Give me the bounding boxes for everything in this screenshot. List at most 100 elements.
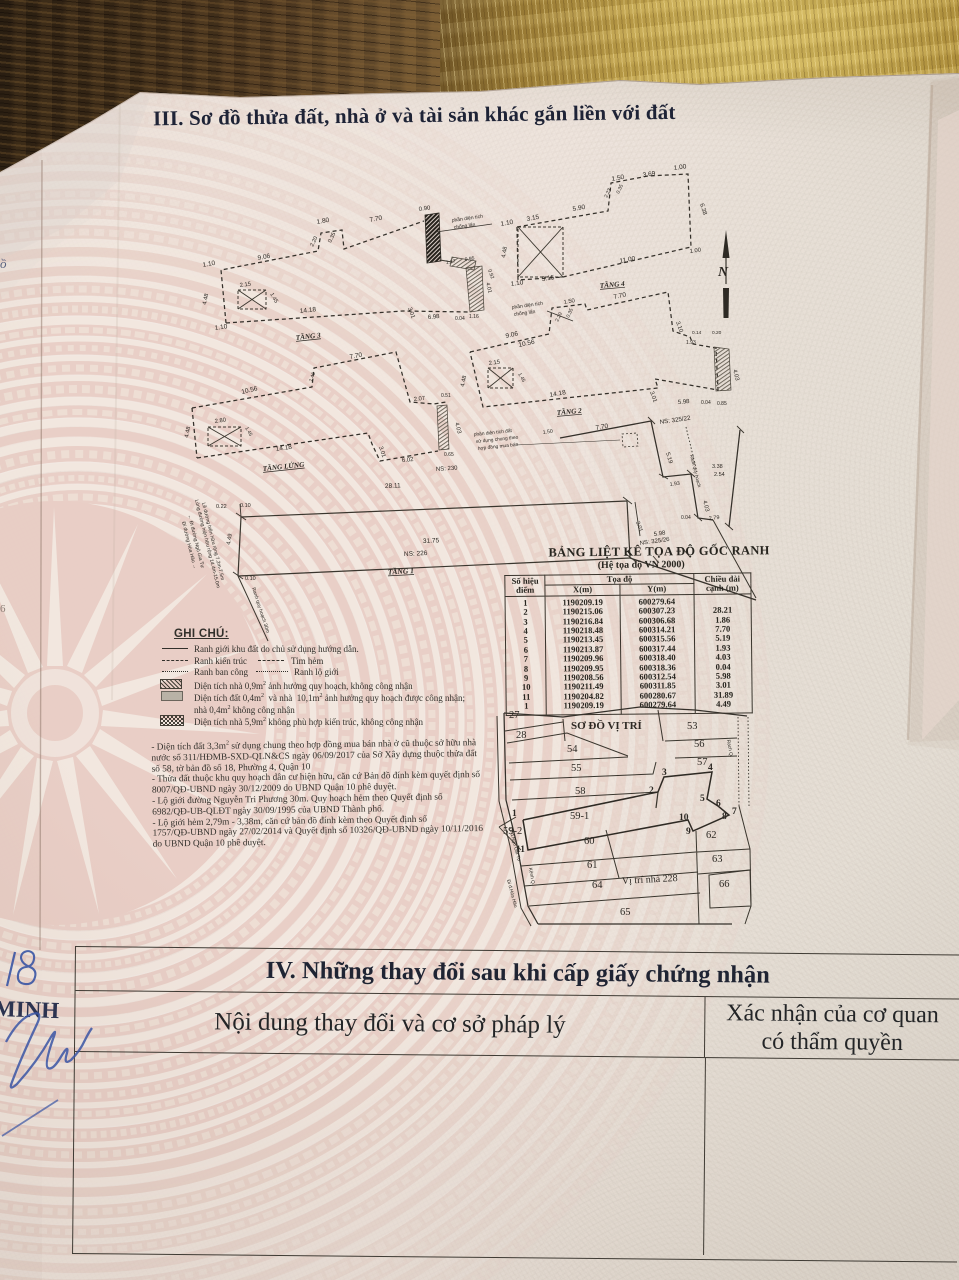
svg-text:6: 6: [0, 603, 6, 615]
svg-text:TẦNG 3: TẦNG 3: [295, 329, 321, 342]
svg-text:4.01: 4.01: [484, 282, 493, 294]
svg-text:54: 54: [567, 744, 578, 755]
svg-text:1.45: 1.45: [516, 372, 526, 384]
svg-text:0.90: 0.90: [418, 205, 431, 213]
svg-text:0.35: 0.35: [327, 232, 337, 244]
svg-text:28.11: 28.11: [385, 482, 401, 490]
svg-text:64: 64: [592, 880, 603, 891]
svg-text:58: 58: [575, 786, 586, 797]
svg-text:2: 2: [649, 786, 654, 796]
svg-text:0.10: 0.10: [240, 503, 251, 509]
svg-text:59-1: 59-1: [570, 811, 589, 822]
svg-text:0.95: 0.95: [464, 256, 475, 263]
svg-text:1.80: 1.80: [316, 217, 330, 226]
svg-text:6: 6: [716, 799, 721, 809]
svg-text:3.38: 3.38: [712, 464, 723, 470]
svg-text:10.56: 10.56: [241, 385, 259, 396]
svg-text:57: 57: [697, 757, 708, 768]
svg-text:27: 27: [509, 710, 520, 721]
svg-text:61: 61: [587, 860, 598, 871]
svg-text:28: 28: [516, 730, 527, 741]
svg-text:2.15: 2.15: [488, 359, 500, 367]
svg-text:3.10: 3.10: [674, 321, 684, 334]
svg-text:56: 56: [694, 739, 705, 750]
svg-text:4.03: 4.03: [731, 369, 740, 381]
svg-text:0.35: 0.35: [565, 307, 575, 319]
svg-text:0.04: 0.04: [681, 515, 691, 521]
svg-text:3: 3: [662, 768, 667, 778]
svg-text:5.90: 5.90: [572, 204, 586, 213]
svg-text:66: 66: [719, 879, 730, 890]
svg-text:Vị trí nhà 228: Vị trí nhà 228: [622, 873, 678, 887]
svg-text:1.46: 1.46: [308, 371, 317, 382]
svg-text:2.80: 2.80: [214, 417, 226, 425]
svg-text:3.15: 3.15: [541, 274, 555, 283]
svg-text:14.18: 14.18: [275, 444, 292, 453]
svg-text:0.85: 0.85: [717, 401, 727, 407]
svg-text:14.18: 14.18: [299, 306, 316, 315]
svg-text:chống lấn: chống lấn: [513, 309, 536, 318]
svg-text:1.50: 1.50: [542, 429, 553, 436]
svg-text:0.51: 0.51: [441, 393, 451, 399]
svg-text:7.70: 7.70: [613, 291, 627, 301]
svg-text:1: 1: [512, 809, 517, 819]
svg-text:1.45: 1.45: [243, 426, 253, 438]
svg-text:TẦNG 4: TẦNG 4: [599, 278, 625, 290]
svg-text:0.22: 0.22: [216, 504, 227, 510]
svg-text:7.70: 7.70: [369, 215, 383, 224]
svg-text:1.10: 1.10: [202, 260, 216, 269]
svg-text:2.20: 2.20: [309, 236, 319, 248]
svg-text:0.92: 0.92: [486, 269, 495, 280]
svg-text:5.19: 5.19: [664, 452, 673, 465]
svg-text:3.01: 3.01: [377, 446, 386, 459]
svg-text:14.18: 14.18: [549, 389, 567, 399]
svg-text:7.70: 7.70: [595, 423, 609, 432]
svg-text:7: 7: [732, 807, 737, 817]
svg-text:4.48: 4.48: [184, 426, 192, 438]
svg-text:4.48: 4.48: [202, 293, 210, 305]
svg-text:9: 9: [686, 827, 691, 837]
svg-text:10: 10: [679, 813, 689, 823]
svg-text:4.48: 4.48: [460, 375, 468, 387]
svg-text:63: 63: [712, 854, 723, 865]
svg-text:5.98: 5.98: [653, 530, 666, 538]
svg-text:62: 62: [706, 830, 717, 841]
svg-text:31.75: 31.75: [423, 537, 440, 545]
svg-text:1.10: 1.10: [214, 323, 228, 332]
svg-text:phần diện tích: phần diện tích: [511, 301, 543, 311]
svg-text:5: 5: [700, 794, 705, 804]
svg-text:4.49: 4.49: [226, 533, 234, 545]
svg-text:7.70: 7.70: [349, 352, 363, 361]
svg-text:6.02: 6.02: [402, 457, 415, 464]
svg-text:sử dụng chung theo: sử dụng chung theo: [475, 434, 519, 445]
svg-text:chống lấn: chống lấn: [453, 222, 476, 231]
svg-text:0.20: 0.20: [712, 330, 722, 336]
svg-text:TẦNG 2: TẦNG 2: [556, 405, 582, 417]
svg-text:2.54: 2.54: [714, 472, 725, 478]
svg-text:phần diện tích: phần diện tích: [451, 214, 483, 224]
svg-text:10.56: 10.56: [518, 339, 536, 349]
svg-text:4.48: 4.48: [501, 246, 509, 258]
svg-text:2.23: 2.23: [603, 187, 613, 199]
svg-text:1.00: 1.00: [673, 163, 687, 172]
svg-text:1.50: 1.50: [611, 174, 625, 183]
svg-text:TẦNG 1: TẦNG 1: [388, 565, 415, 576]
svg-text:phần diện tích đất: phần diện tích đất: [474, 428, 513, 438]
svg-text:53: 53: [687, 721, 698, 732]
svg-text:2.20: 2.20: [554, 311, 564, 323]
svg-text:11.00: 11.00: [619, 255, 636, 265]
svg-text:0.04: 0.04: [701, 400, 711, 406]
svg-text:0.65: 0.65: [444, 452, 454, 458]
svg-text:0.35: 0.35: [615, 183, 625, 195]
svg-text:SƠ ĐỒ VỊ TRÍ: SƠ ĐỒ VỊ TRÍ: [571, 719, 642, 732]
svg-text:Rạch Q.: Rạch Q.: [725, 739, 734, 757]
svg-text:1.00: 1.00: [689, 247, 701, 255]
svg-text:NS: 325/22: NS: 325/22: [659, 415, 691, 426]
svg-text:4: 4: [708, 763, 713, 773]
svg-text:1.27: 1.27: [445, 259, 456, 266]
svg-text:1.93: 1.93: [669, 481, 680, 488]
svg-text:1.16: 1.16: [469, 314, 479, 320]
svg-text:NS: 325/26: NS: 325/26: [639, 537, 670, 547]
svg-text:9.06: 9.06: [505, 330, 519, 340]
svg-text:3.69: 3.69: [642, 170, 656, 179]
